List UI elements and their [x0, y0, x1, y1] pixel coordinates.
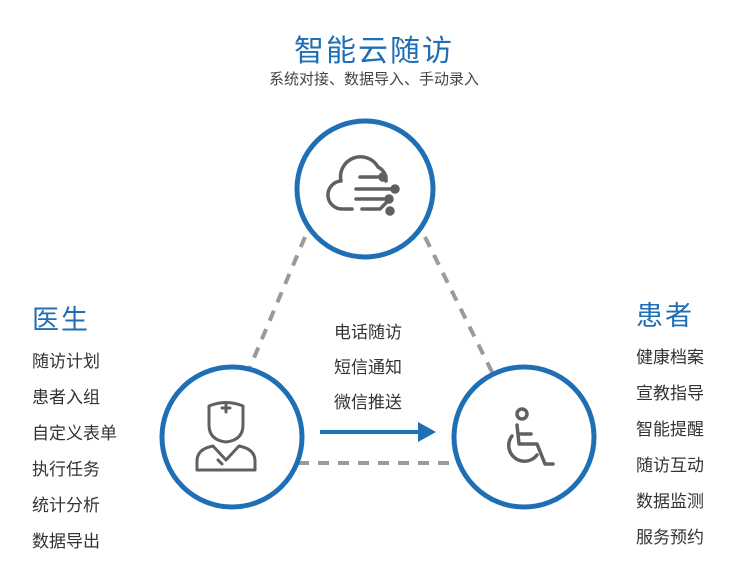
arrow-right-icon	[320, 422, 436, 442]
dashed-link-cloud-doctor	[246, 236, 307, 373]
patient-heading: 患者	[636, 301, 694, 332]
doctor-feature-list: 随访计划 患者入组 自定义表单 执行任务 统计分析 数据导出	[32, 344, 117, 560]
channel-list: 电话随访 短信通知 微信推送	[298, 316, 438, 421]
patient-feature-item: 智能提醒	[636, 420, 704, 440]
doctor-circle	[159, 364, 305, 510]
cloud-title: 智能云随访	[294, 34, 454, 69]
patient-feature-item: 随访互动	[636, 456, 704, 476]
patient-circle	[451, 364, 597, 510]
doctor-feature-item: 随访计划	[32, 352, 100, 372]
doctor-feature-item: 统计分析	[32, 496, 100, 516]
doctor-feature-item: 自定义表单	[32, 424, 117, 444]
patient-feature-item: 数据监测	[636, 492, 704, 512]
patient-feature-item: 健康档案	[636, 348, 704, 368]
doctor-feature-item: 执行任务	[32, 460, 100, 480]
channel-item: 电话随访	[334, 323, 402, 343]
doctor-feature-item: 患者入组	[32, 388, 100, 408]
cloud-subtitle: 系统对接、数据导入、手动录入	[268, 70, 479, 88]
doctor-feature-item: 数据导出	[32, 532, 100, 552]
dashed-link-cloud-patient	[423, 236, 494, 373]
doctor-heading: 医生	[32, 305, 90, 336]
patient-feature-item: 服务预约	[636, 528, 704, 548]
doctor-icon	[195, 401, 257, 472]
wheelchair-icon	[507, 407, 555, 466]
patient-feature-list: 健康档案 宣教指导 智能提醒 随访互动 数据监测 服务预约	[636, 340, 704, 556]
patient-feature-item: 宣教指导	[636, 384, 704, 404]
channel-item: 短信通知	[334, 358, 402, 378]
channel-item: 微信推送	[334, 393, 402, 413]
cloud-network-icon	[326, 155, 400, 216]
